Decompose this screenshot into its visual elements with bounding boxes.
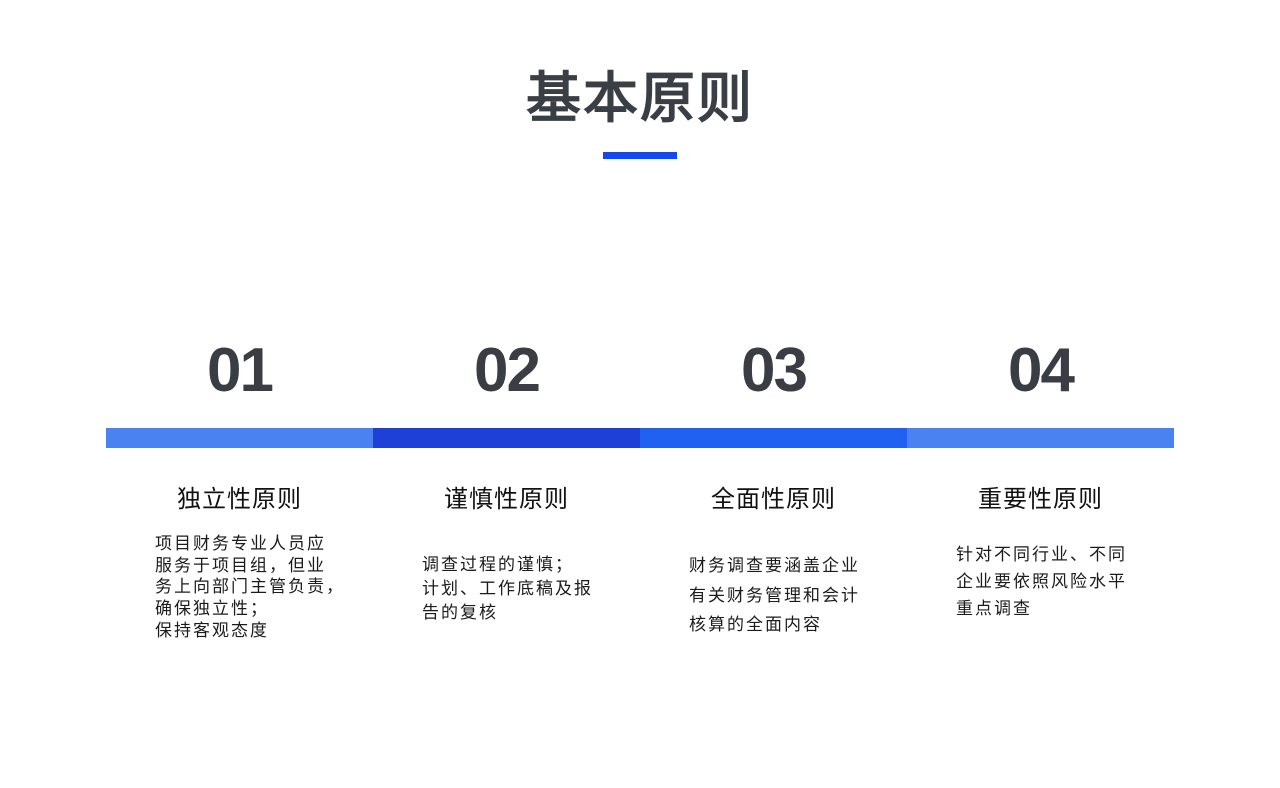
body-line: 告的复核 [422,603,498,622]
principle-heading-2: 谨慎性原则 [444,487,569,513]
slide-header: 基本原则 [0,68,1280,159]
body-line: 有关财务管理和会计 [689,585,860,605]
principle-column-1: 独立性原则 项目财务专业人员应 服务于项目组，但业 务上向部门主管负责， 确保独… [106,448,373,642]
body-line: 保持客观态度 [155,620,269,640]
principle-number-04: 04 [1008,336,1075,405]
principle-body-2: 调查过程的谨慎； 计划、工作底稿及报 告的复核 [373,553,640,625]
principle-number-01: 01 [207,336,274,405]
principle-heading-3: 全面性原则 [711,487,836,513]
bar-segment-4 [907,428,1174,448]
body-line: 务上向部门主管负责， [155,577,345,597]
principle-columns: 独立性原则 项目财务专业人员应 服务于项目组，但业 务上向部门主管负责， 确保独… [106,448,1174,642]
body-line: 企业要依照风险水平 [956,572,1127,591]
body-line: 重点调查 [956,599,1032,618]
body-line: 核算的全面内容 [689,615,822,634]
principle-heading-1: 独立性原则 [177,487,302,513]
body-line: 针对不同行业、不同 [956,545,1127,564]
principle-number-03: 03 [741,336,808,405]
bar-segment-3 [640,428,907,448]
slide-canvas: 基本原则 01 02 03 04 独立性原则 项目财务专业人员应 服务于项目组，… [0,68,1280,788]
principle-column-3: 全面性原则 财务调查要涵盖企业 有关财务管理和会计 核算的全面内容 [640,448,907,640]
body-line: 计划、工作底稿及报 [422,579,593,598]
principle-heading-4: 重要性原则 [978,487,1103,513]
body-line: 财务调查要涵盖企业 [689,556,860,575]
page-title: 基本原则 [525,67,754,129]
body-line: 调查过程的谨慎； [422,555,574,574]
bar-segment-2 [373,428,640,448]
numbers-row: 01 02 03 04 [106,339,1174,403]
principles-grid: 01 02 03 04 独立性原则 项目财务专业人员应 服务于项目组，但业 务上… [106,339,1174,642]
principle-body-4: 针对不同行业、不同 企业要依照风险水平 重点调查 [907,541,1174,622]
body-line: 确保独立性； [155,599,269,619]
principle-body-1: 项目财务专业人员应 服务于项目组，但业 务上向部门主管负责， 确保独立性； 保持… [106,533,373,642]
progress-bar [106,428,1174,448]
principle-column-2: 谨慎性原则 调查过程的谨慎； 计划、工作底稿及报 告的复核 [373,448,640,625]
principle-body-3: 财务调查要涵盖企业 有关财务管理和会计 核算的全面内容 [640,551,907,640]
principle-number-02: 02 [474,336,541,405]
principle-column-4: 重要性原则 针对不同行业、不同 企业要依照风险水平 重点调查 [907,448,1174,622]
body-line: 服务于项目组，但业 [155,555,326,575]
bar-segment-1 [106,428,373,448]
title-underline [603,152,677,159]
body-line: 项目财务专业人员应 [155,534,326,553]
